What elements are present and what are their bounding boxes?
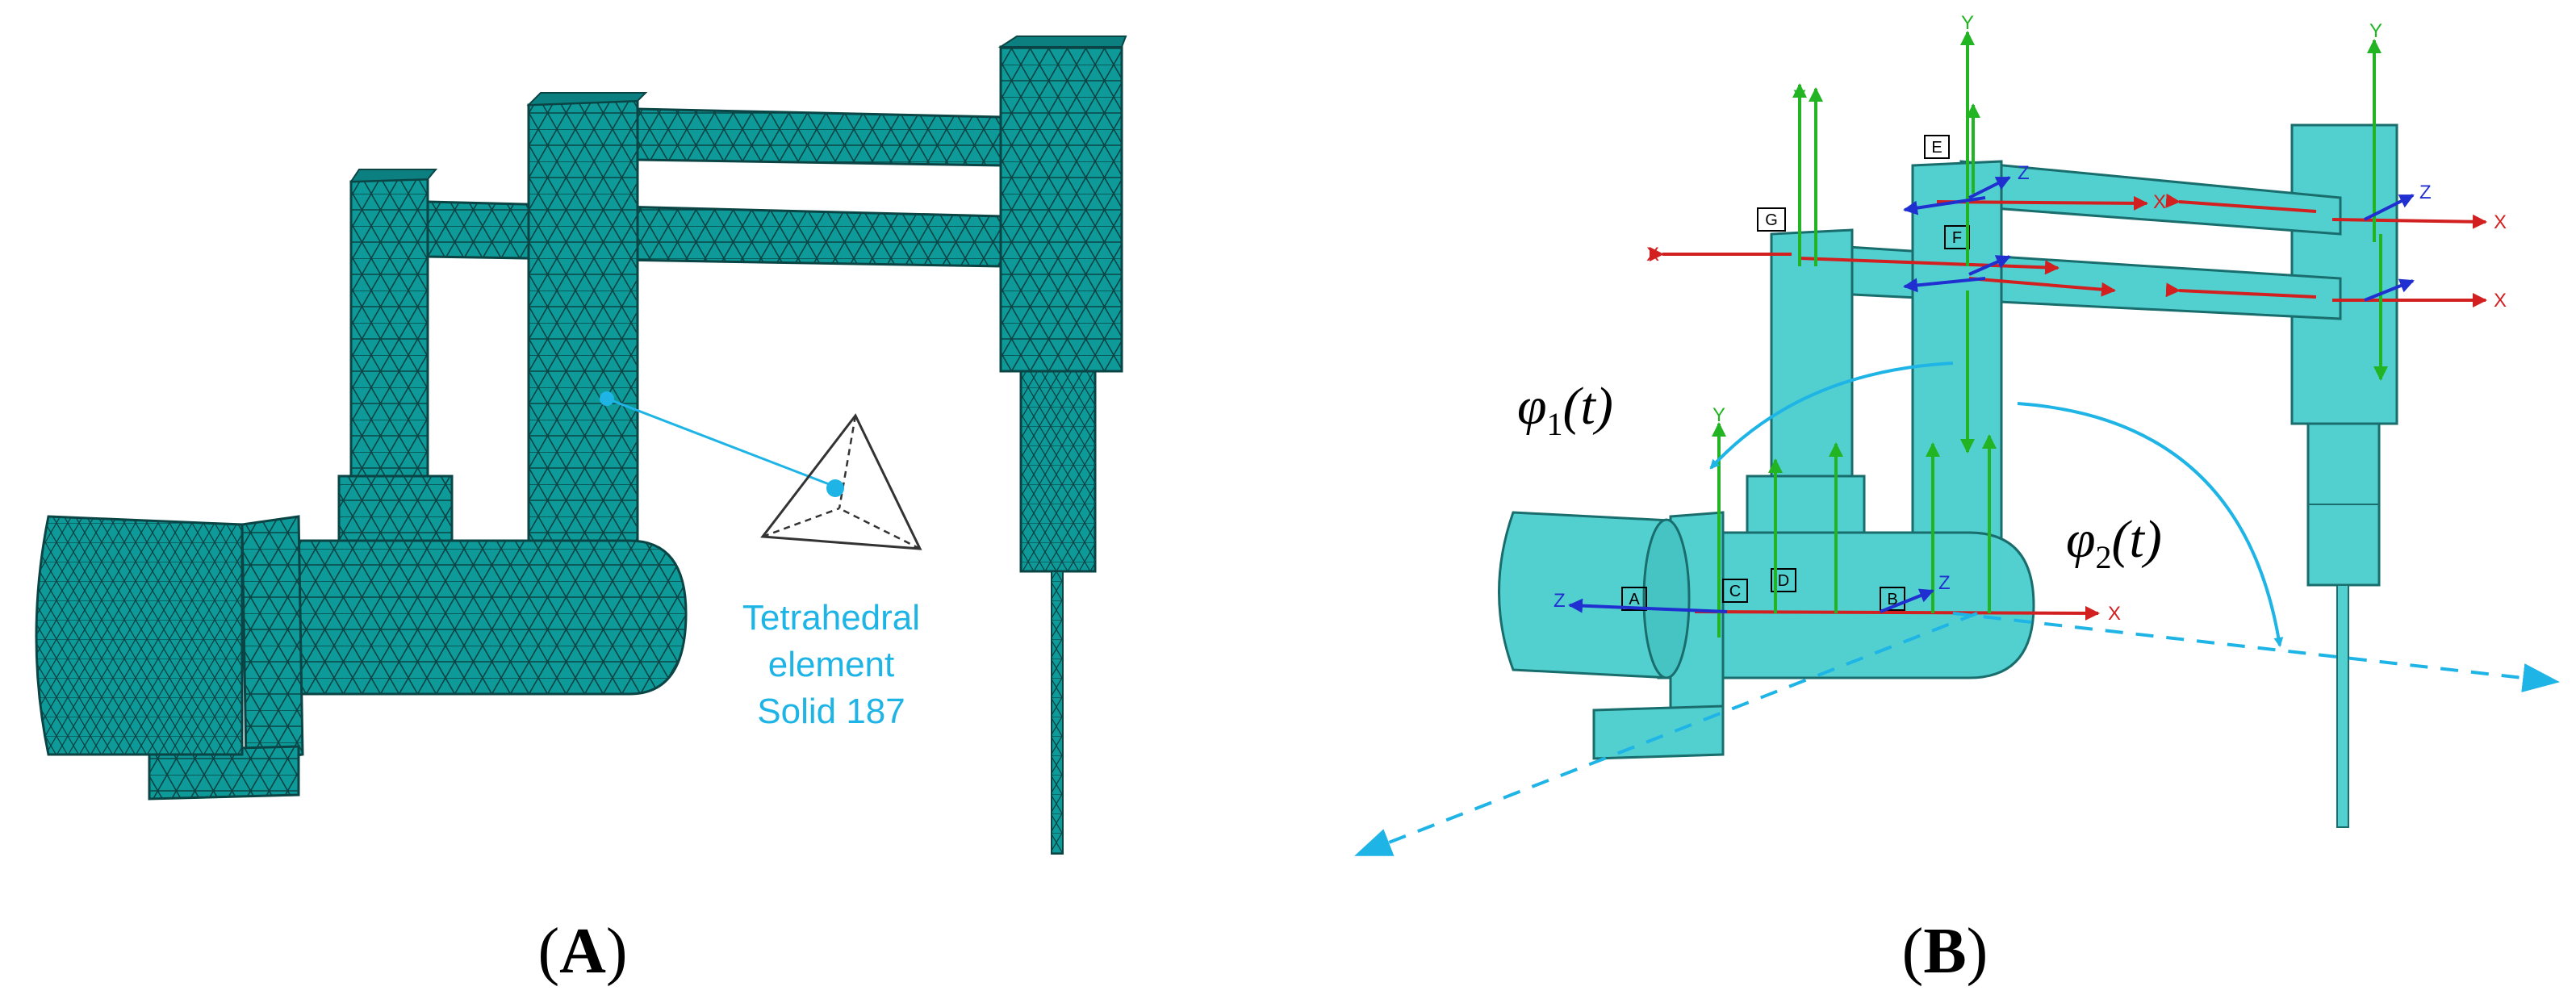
- svg-text:B: B: [1887, 591, 1897, 608]
- y-label-2: Y: [1961, 12, 1974, 34]
- phi2-arc: [2017, 402, 2284, 647]
- z-axis-arrows: [1568, 176, 2415, 613]
- phi2-label: φ2(t): [2066, 510, 2162, 575]
- solid-tool-needle: [2336, 584, 2349, 828]
- mesh-motor-cylinder: [35, 515, 244, 756]
- svg-text:A: A: [1629, 591, 1640, 608]
- tetrahedron-icon: [760, 413, 922, 550]
- dashed-axis-2: [1952, 612, 2560, 692]
- mesh-base-foot: [148, 745, 300, 801]
- leader-dot-body: [600, 391, 614, 406]
- joint-label-c: C: [1722, 579, 1748, 603]
- annotation-line-1: Tetrahedral: [742, 598, 920, 638]
- annotation-line-3: Solid 187: [757, 692, 905, 731]
- joint-label-e: E: [1924, 135, 1950, 159]
- annotation-line-2: element: [768, 645, 895, 684]
- x-label-3: X: [2494, 290, 2507, 311]
- mesh-tool-cylinder: [1019, 370, 1097, 573]
- svg-text:C: C: [1729, 583, 1741, 600]
- x-label-1: X: [1646, 244, 1659, 265]
- mesh-left-column-top: [349, 169, 438, 183]
- mesh-tool-needle: [1051, 571, 1064, 855]
- y-label-4: Y: [1712, 404, 1725, 426]
- panel-b-kinematic-model: G C D B E F A: [1354, 12, 2560, 987]
- leader-line: [606, 397, 836, 488]
- solid-foot: [1592, 704, 1725, 760]
- mesh-left-column: [349, 178, 429, 522]
- joint-label-d: D: [1771, 568, 1796, 592]
- y-axis-arrows: [1712, 31, 2382, 638]
- phi1-label: φ1(t): [1517, 377, 1613, 442]
- mesh-upper-arm: [636, 107, 1002, 167]
- solid-motor-cylinder: [1498, 511, 1672, 679]
- z-label-4: Z: [1938, 572, 1951, 594]
- x-label-4: X: [2108, 603, 2121, 625]
- mesh-right-column: [999, 45, 1123, 373]
- y-label-3: Y: [2369, 20, 2382, 42]
- mesh-middle-column: [527, 99, 639, 562]
- y-label-1: Y: [1793, 86, 1806, 108]
- svg-text:D: D: [1778, 572, 1789, 590]
- joint-label-b: B: [1880, 587, 1905, 611]
- solid-lower-arm: [1770, 240, 2342, 320]
- svg-text:G: G: [1765, 211, 1778, 229]
- panel-a-mesh-model: Tetrahedral element Solid 187 (A): [35, 36, 1127, 987]
- mesh-middle-column-top: [526, 92, 648, 107]
- phi1-arc: [1709, 362, 1954, 470]
- x-axis-arrows: [1650, 193, 2487, 621]
- mesh-crank-block: [337, 475, 454, 550]
- z-label-3: Z: [1554, 590, 1566, 612]
- dashed-axis-1: [1354, 612, 1978, 857]
- svg-text:E: E: [1931, 139, 1942, 157]
- solid-main-body: [1657, 531, 2035, 679]
- joint-label-a: A: [1621, 587, 1647, 611]
- x-label-2: X: [2494, 211, 2507, 233]
- z-label-2: Z: [2419, 182, 2432, 203]
- mesh-motor-flange: [240, 515, 304, 764]
- y-axis-arrows-down: [1960, 234, 2388, 454]
- x-label-5: X: [2153, 191, 2166, 213]
- mesh-right-column-side: [997, 36, 1127, 48]
- mesh-lower-arm: [426, 200, 1002, 268]
- panel-b-caption: (B): [1902, 916, 1988, 987]
- z-label-1: Z: [2018, 162, 2030, 184]
- solid-motor-face: [1642, 518, 1691, 679]
- svg-text:F: F: [1952, 229, 1962, 247]
- mesh-main-body: [265, 539, 688, 696]
- panel-a-caption: (A): [537, 916, 627, 987]
- joint-label-g: G: [1757, 207, 1786, 232]
